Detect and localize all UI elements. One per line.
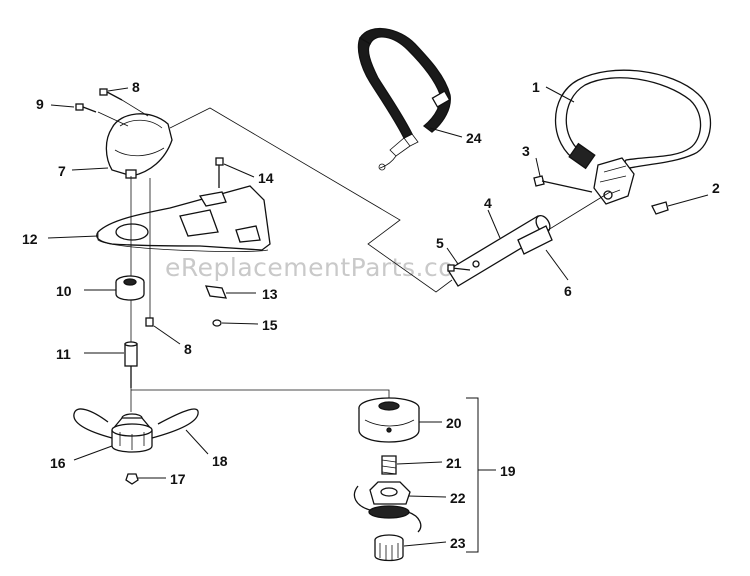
callout-24: 24 bbox=[466, 130, 482, 146]
drive-shaft-adapter bbox=[124, 341, 138, 388]
group-bracket-19 bbox=[466, 397, 479, 553]
loop-handle bbox=[555, 69, 712, 205]
leader-4 bbox=[487, 209, 501, 239]
callout-1: 1 bbox=[532, 79, 540, 95]
screw-5 bbox=[447, 264, 471, 272]
callout-16: 16 bbox=[50, 455, 66, 471]
leader-14 bbox=[223, 163, 255, 178]
callout-20: 20 bbox=[446, 415, 462, 431]
clip-13 bbox=[204, 285, 228, 299]
leader-3 bbox=[535, 157, 541, 177]
nut-2 bbox=[651, 201, 669, 215]
shoulder-strap bbox=[357, 28, 451, 171]
callout-13: 13 bbox=[262, 286, 278, 302]
callout-3: 3 bbox=[522, 143, 530, 159]
callout-4: 4 bbox=[484, 195, 492, 211]
leader-18 bbox=[185, 429, 209, 455]
leader-23 bbox=[403, 541, 447, 547]
callout-7: 7 bbox=[58, 163, 66, 179]
callout-8-top: 8 bbox=[132, 79, 140, 95]
shaft-tube bbox=[447, 214, 553, 287]
leader-5 bbox=[446, 247, 459, 265]
screw-8-bottom bbox=[145, 317, 154, 327]
assembly-line bbox=[169, 107, 611, 293]
callout-19: 19 bbox=[500, 463, 516, 479]
callout-21: 21 bbox=[446, 455, 462, 471]
leader-2 bbox=[667, 194, 709, 207]
callout-10: 10 bbox=[56, 283, 72, 299]
callout-2: 2 bbox=[712, 180, 720, 196]
callout-14: 14 bbox=[258, 170, 274, 186]
leader-9 bbox=[50, 104, 75, 108]
nut-17 bbox=[125, 473, 139, 485]
leader-8-top bbox=[107, 87, 129, 92]
screw-9 bbox=[75, 103, 97, 113]
bump-knob bbox=[374, 534, 404, 562]
callout-9: 9 bbox=[36, 96, 44, 112]
callout-5: 5 bbox=[436, 235, 444, 251]
leader-8-bottom bbox=[153, 325, 181, 345]
leader-15 bbox=[221, 322, 259, 325]
leader-21 bbox=[396, 461, 443, 465]
leader-1 bbox=[545, 86, 575, 103]
guard-cap bbox=[105, 113, 173, 179]
leader-22 bbox=[407, 495, 447, 498]
leader-7 bbox=[71, 167, 109, 171]
callout-12: 12 bbox=[22, 231, 38, 247]
spool bbox=[353, 481, 422, 533]
screw-14 bbox=[215, 157, 224, 188]
leader-16 bbox=[73, 445, 113, 461]
connector-line bbox=[131, 389, 390, 398]
callout-11: 11 bbox=[56, 346, 71, 362]
callout-17: 17 bbox=[170, 471, 186, 487]
leader-9-to-cap bbox=[97, 111, 129, 127]
leader-12 bbox=[47, 235, 99, 239]
screw-8-top bbox=[99, 88, 123, 101]
leader-8-to-cap bbox=[121, 99, 149, 117]
guard-plate bbox=[96, 185, 271, 252]
spring bbox=[381, 455, 397, 475]
callout-6: 6 bbox=[564, 283, 572, 299]
leader-6 bbox=[545, 249, 569, 281]
callout-8-bottom: 8 bbox=[184, 341, 192, 357]
callout-22: 22 bbox=[450, 490, 466, 506]
trimmer-head bbox=[73, 408, 199, 453]
callout-18: 18 bbox=[212, 453, 228, 469]
leader-24 bbox=[429, 127, 463, 138]
callout-23: 23 bbox=[450, 535, 466, 551]
spool-housing bbox=[358, 397, 420, 443]
nut-15 bbox=[212, 319, 222, 327]
bearing bbox=[115, 275, 145, 301]
screw-3 bbox=[533, 175, 593, 193]
watermark-text: eReplacementParts.com bbox=[165, 253, 479, 282]
callout-15: 15 bbox=[262, 317, 278, 333]
